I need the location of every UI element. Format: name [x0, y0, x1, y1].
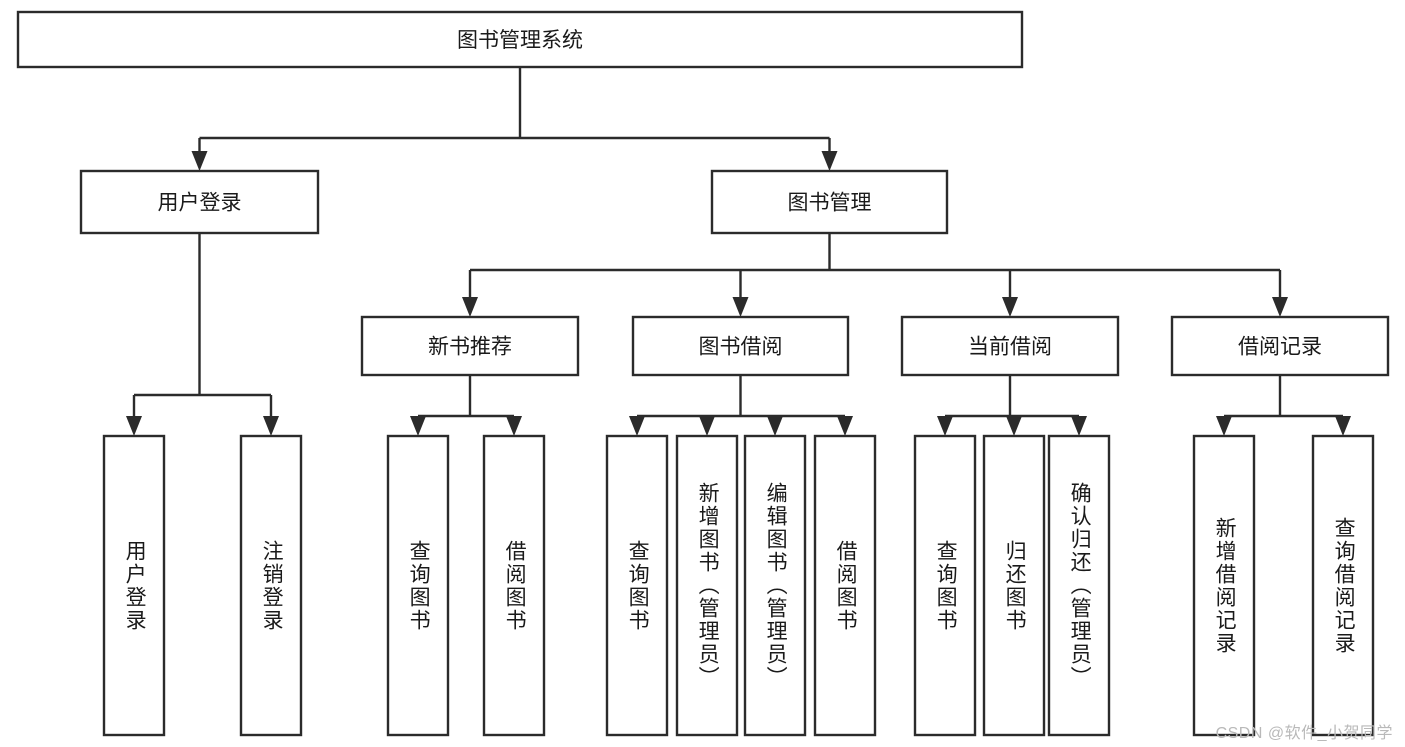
arrow-head-icon	[821, 151, 838, 171]
node-root-box[interactable]	[16, 10, 1024, 69]
leaf-box[interactable]	[102, 434, 166, 737]
leaf-box[interactable]	[1311, 434, 1375, 737]
connector-layer	[126, 67, 1351, 436]
leaf-box[interactable]	[1192, 434, 1256, 737]
leaf-box[interactable]	[605, 434, 669, 737]
arrow-head-icon	[263, 416, 279, 436]
arrow-head-icon	[1002, 297, 1018, 317]
arrow-head-icon	[462, 297, 478, 317]
leaf-box[interactable]	[743, 434, 807, 737]
arrow-head-icon	[1071, 416, 1087, 436]
arrow-head-icon	[126, 416, 142, 436]
leaf-box[interactable]	[1047, 434, 1111, 737]
arrow-head-icon	[506, 416, 522, 436]
node-当前借阅-label: 当前借阅	[968, 336, 1052, 359]
node-新书推荐-box[interactable]	[360, 315, 580, 377]
arrow-head-icon	[1216, 416, 1232, 436]
arrow-head-icon	[191, 151, 208, 171]
leaf-box[interactable]	[813, 434, 877, 737]
node-用户登录-label: 用户登录	[158, 192, 242, 215]
arrow-head-icon	[1272, 297, 1288, 317]
node-图书借阅-box[interactable]	[631, 315, 850, 377]
leaf-box[interactable]	[982, 434, 1046, 737]
node-当前借阅-box[interactable]	[900, 315, 1120, 377]
arrow-head-icon	[1335, 416, 1351, 436]
leaf-box[interactable]	[239, 434, 303, 737]
node-借阅记录-box[interactable]	[1170, 315, 1390, 377]
leaf-box[interactable]	[482, 434, 546, 737]
leaf-box[interactable]	[913, 434, 977, 737]
node-图书借阅-label: 图书借阅	[699, 336, 783, 359]
node-借阅记录-label: 借阅记录	[1238, 336, 1322, 359]
arrow-head-icon	[1006, 416, 1022, 436]
node-图书管理-label: 图书管理	[788, 192, 872, 215]
arrow-head-icon	[699, 416, 715, 436]
arrow-head-icon	[410, 416, 426, 436]
leaf-box[interactable]	[675, 434, 739, 737]
arrow-head-icon	[937, 416, 953, 436]
node-新书推荐-label: 新书推荐	[428, 336, 512, 359]
node-图书管理-box[interactable]	[710, 169, 949, 235]
node-用户登录-box[interactable]	[79, 169, 320, 235]
node-root-label: 图书管理系统	[457, 29, 583, 52]
leaf-box[interactable]	[386, 434, 450, 737]
arrow-head-icon	[837, 416, 853, 436]
arrow-head-icon	[767, 416, 783, 436]
csdn-watermark: CSDN @软件_小贺同学	[1215, 725, 1393, 742]
arrow-head-icon	[732, 297, 749, 317]
arrow-head-icon	[629, 416, 645, 436]
